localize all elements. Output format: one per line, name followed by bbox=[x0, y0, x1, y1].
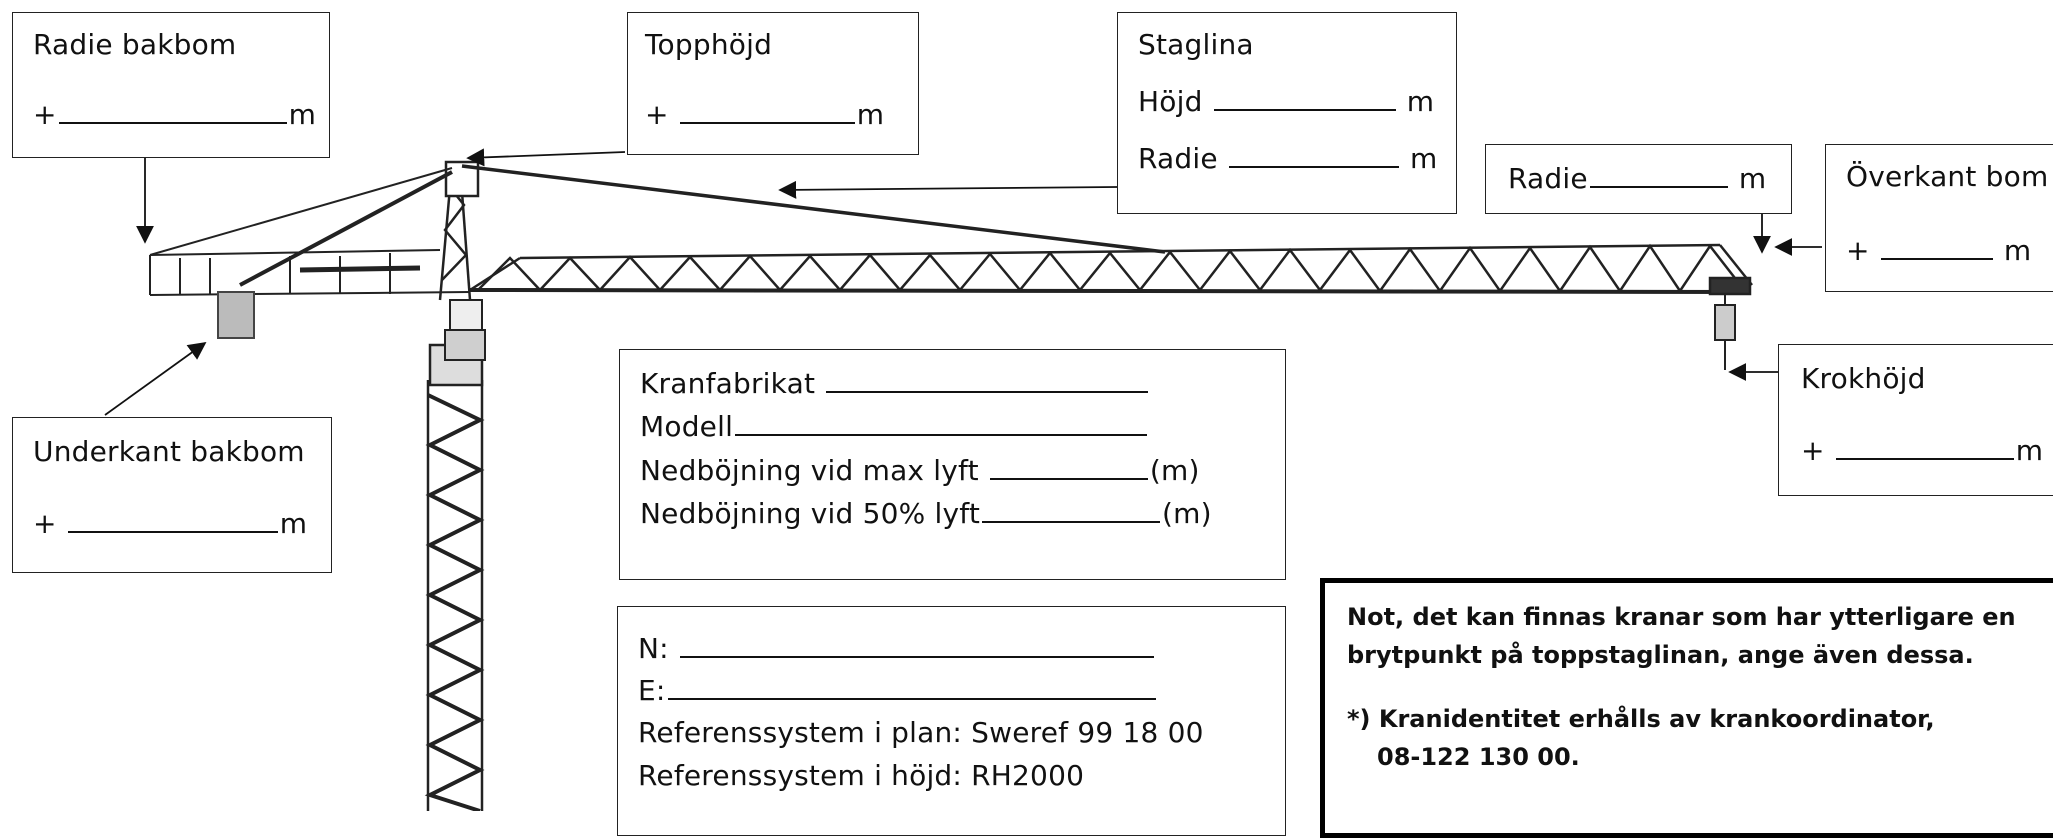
staglina-box: Staglina Höjd m Radie m bbox=[1117, 12, 1457, 214]
radie-input-line[interactable] bbox=[1589, 185, 1728, 188]
staglina-radie-label: Radie bbox=[1138, 142, 1218, 175]
e-label: E: bbox=[638, 674, 666, 707]
modell-label: Modell bbox=[640, 410, 734, 443]
ref-hojd-text: Referenssystem i höjd: RH2000 bbox=[638, 759, 1085, 792]
tower-crane-drawing bbox=[104, 148, 1822, 811]
overkant-bom-unit: m bbox=[2003, 234, 2032, 267]
nedbojning-max-field: Nedböjning vid max lyft (m) bbox=[640, 457, 1200, 485]
topphojd-input-line[interactable] bbox=[679, 121, 855, 124]
crane-apex bbox=[438, 160, 480, 301]
staglina-radie-field: Radie m bbox=[1138, 145, 1437, 173]
annotation-arrows bbox=[104, 148, 1822, 416]
radie-bakbom-title: Radie bakbom bbox=[33, 28, 237, 61]
crane-tower bbox=[424, 343, 485, 811]
radie-bakbom-prefix: + bbox=[33, 98, 57, 131]
topphojd-field: + m bbox=[645, 101, 884, 129]
staglina-title: Staglina bbox=[1138, 28, 1254, 61]
nedbojning-50-field: Nedböjning vid 50% lyft (m) bbox=[640, 500, 1212, 528]
crane-counter-jib bbox=[149, 167, 471, 296]
underkant-bakbom-input-line[interactable] bbox=[67, 530, 278, 533]
underkant-bakbom-title: Underkant bakbom bbox=[33, 435, 305, 468]
note-line-1: Not, det kan finnas kranar som har ytter… bbox=[1347, 603, 2016, 631]
underkant-bakbom-unit: m bbox=[279, 507, 308, 540]
topphojd-box: Topphöjd + m bbox=[627, 12, 919, 155]
ref-plan-text: Referenssystem i plan: Sweref 99 18 00 bbox=[638, 716, 1204, 749]
e-input-line[interactable] bbox=[667, 697, 1156, 700]
e-field: E: bbox=[638, 677, 1158, 705]
underkant-bakbom-field: + m bbox=[33, 510, 307, 538]
note-line-2: brytpunkt på toppstaglinan, ange även de… bbox=[1347, 641, 1974, 669]
overkant-bom-field: + m bbox=[1846, 237, 2031, 265]
topphojd-unit: m bbox=[856, 98, 885, 131]
radie-field: Radie m bbox=[1508, 165, 1766, 193]
nedbojning-50-input-line[interactable] bbox=[982, 520, 1161, 523]
radie-bakbom-box: Radie bakbom +m bbox=[12, 12, 330, 158]
overkant-bom-input-line[interactable] bbox=[1880, 257, 1993, 260]
topphojd-title: Topphöjd bbox=[645, 28, 773, 61]
nedbojning-50-label: Nedböjning vid 50% lyft bbox=[640, 497, 981, 530]
krokhojd-input-line[interactable] bbox=[1835, 457, 2014, 460]
crane-main-jib bbox=[469, 243, 1753, 296]
note-box: Not, det kan finnas kranar som har ytter… bbox=[1320, 578, 2053, 838]
radie-bakbom-field: +m bbox=[33, 101, 316, 129]
staglina-radie-unit: m bbox=[1410, 142, 1438, 175]
kranfabrikat-label: Kranfabrikat bbox=[640, 367, 816, 400]
nedbojning-max-input-line[interactable] bbox=[989, 477, 1148, 480]
staglina-hojd-label: Höjd bbox=[1138, 85, 1203, 118]
crane-tie-line bbox=[461, 164, 1166, 254]
n-input-line[interactable] bbox=[679, 655, 1154, 658]
underkant-bakbom-prefix: + bbox=[33, 507, 57, 540]
overkant-bom-title: Överkant bom bbox=[1846, 160, 2049, 193]
nedbojning-50-unit: (m) bbox=[1162, 497, 1212, 530]
overkant-bom-prefix: + bbox=[1846, 234, 1870, 267]
staglina-radie-input-line[interactable] bbox=[1228, 165, 1399, 168]
kranfabrikat-input-line[interactable] bbox=[826, 390, 1149, 393]
staglina-hojd-field: Höjd m bbox=[1138, 88, 1434, 116]
staglina-hojd-input-line[interactable] bbox=[1213, 108, 1396, 111]
nedbojning-max-unit: (m) bbox=[1149, 454, 1200, 487]
radie-title: Radie bbox=[1508, 162, 1588, 195]
note-line-4: 08-122 130 00. bbox=[1377, 743, 1580, 771]
crane-counterweight bbox=[217, 291, 255, 339]
modell-input-line[interactable] bbox=[735, 433, 1148, 436]
crane-info-box: Kranfabrikat Modell Nedböjning vid max l… bbox=[619, 349, 1286, 580]
nedbojning-max-label: Nedböjning vid max lyft bbox=[640, 454, 979, 487]
n-field: N: bbox=[638, 635, 1156, 663]
coordinates-box: N: E: Referenssystem i plan: Sweref 99 1… bbox=[617, 606, 1286, 836]
modell-field: Modell bbox=[640, 413, 1149, 441]
crane-cabin bbox=[444, 299, 486, 361]
crane-hook bbox=[1714, 294, 1736, 370]
radie-bakbom-input-line[interactable] bbox=[58, 121, 287, 124]
note-line-3: *) Kranidentitet erhålls av krankoordina… bbox=[1347, 705, 1935, 733]
overkant-bom-box: Överkant bom + m bbox=[1825, 144, 2053, 292]
underkant-bakbom-box: Underkant bakbom + m bbox=[12, 417, 332, 573]
radie-box: Radie m bbox=[1485, 144, 1792, 214]
krokhojd-unit: m bbox=[2015, 434, 2044, 467]
topphojd-prefix: + bbox=[645, 98, 669, 131]
krokhojd-box: Krokhöjd + m bbox=[1778, 344, 2053, 496]
krokhojd-prefix: + bbox=[1801, 434, 1825, 467]
krokhojd-field: + m bbox=[1801, 437, 2043, 465]
kranfabrikat-field: Kranfabrikat bbox=[640, 370, 1150, 398]
radie-bakbom-unit: m bbox=[288, 98, 317, 131]
staglina-hojd-unit: m bbox=[1406, 85, 1435, 118]
radie-unit: m bbox=[1738, 162, 1767, 195]
krokhojd-title: Krokhöjd bbox=[1801, 362, 1926, 395]
n-label: N: bbox=[638, 632, 669, 665]
